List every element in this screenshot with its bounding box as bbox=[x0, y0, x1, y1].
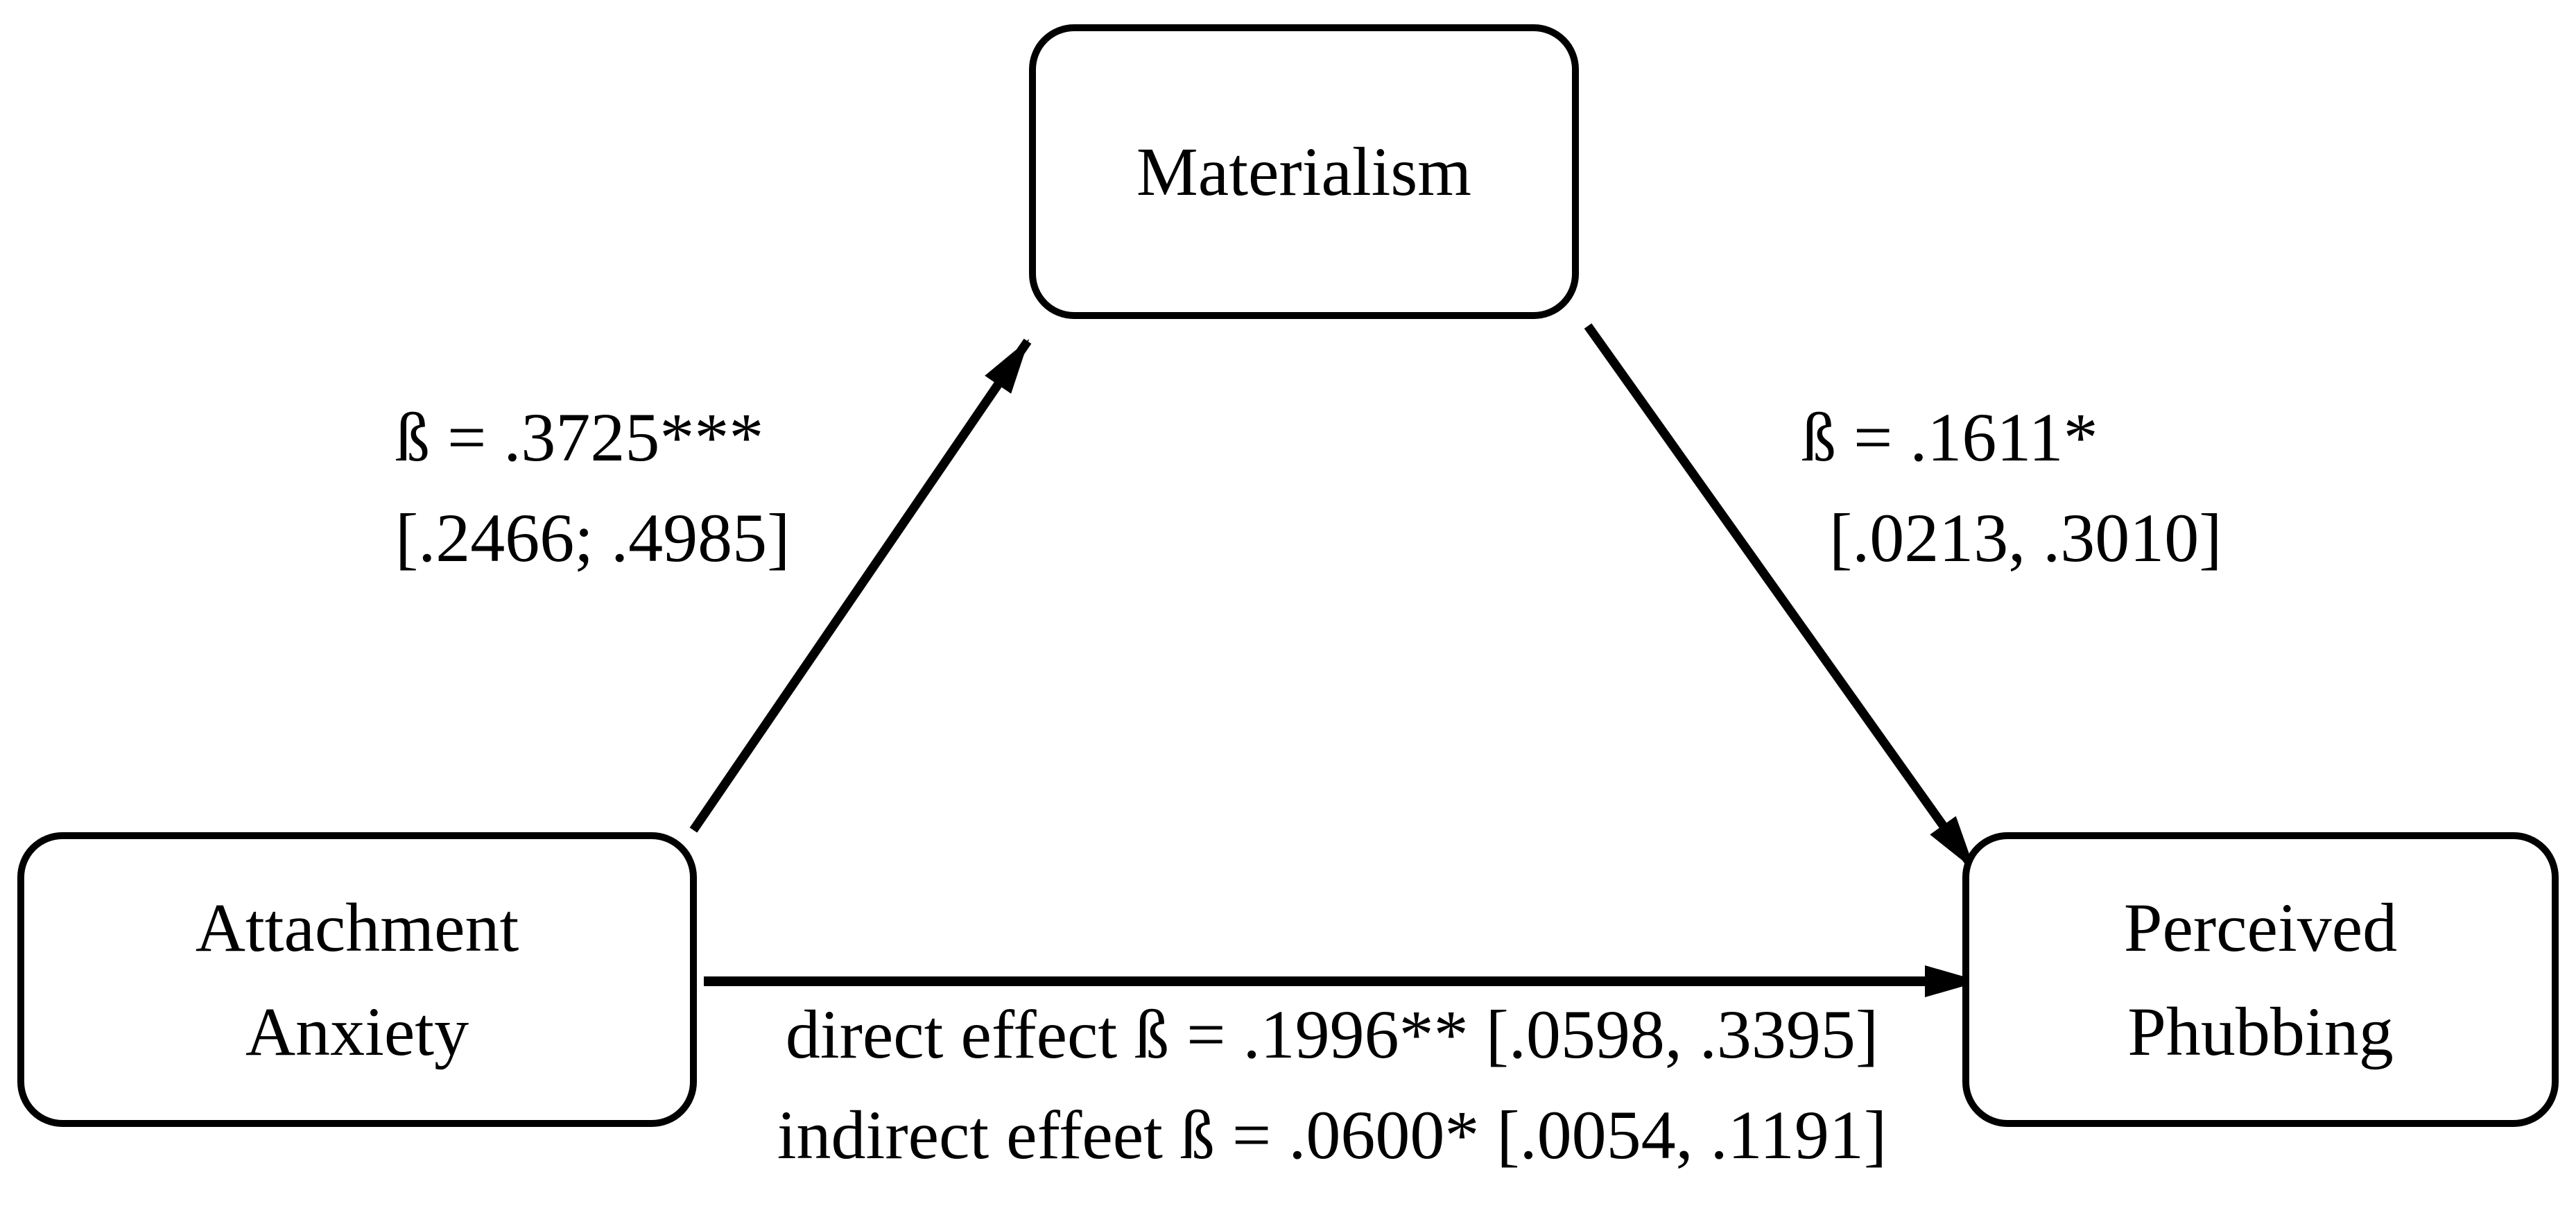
arrow-attachment-to-materialism bbox=[689, 338, 1032, 833]
node-attachment-anxiety: Attachment Anxiety bbox=[17, 832, 697, 1127]
arrow-materialism-to-phubbing bbox=[1584, 323, 1978, 871]
direct-effect-label: direct effect ß = .1996** [.0598, .3395] bbox=[785, 996, 1879, 1073]
node-materialism-label: Materialism bbox=[1136, 132, 1472, 210]
node-perceived-phubbing-line2: Phubbing bbox=[2127, 992, 2394, 1070]
path-label-materialism-to-phubbing: ß = .1611* [.0213, .3010] bbox=[1801, 387, 2222, 588]
node-perceived-phubbing-line1: Perceived bbox=[2123, 888, 2398, 966]
confidence-interval-materialism-to-phubbing: [.0213, .3010] bbox=[1829, 499, 2222, 576]
path-label-attachment-to-phubbing: direct effect ß = .1996** [.0598, .3395]… bbox=[721, 984, 1943, 1185]
path-label-attachment-to-materialism: ß = .3725*** [.2466; .4985] bbox=[395, 387, 790, 588]
node-perceived-phubbing: Perceived Phubbing bbox=[1962, 832, 2559, 1127]
coefficient-materialism-to-phubbing: ß = .1611* bbox=[1801, 399, 2098, 476]
indirect-effect-label: indirect effeet ß = .0600* [.0054, .1191… bbox=[777, 1096, 1887, 1173]
coefficient-attachment-to-materialism: ß = .3725*** bbox=[395, 399, 764, 476]
node-attachment-anxiety-line2: Anxiety bbox=[245, 992, 469, 1070]
node-attachment-anxiety-line1: Attachment bbox=[195, 888, 519, 966]
node-materialism: Materialism bbox=[1029, 24, 1579, 319]
confidence-interval-attachment-to-materialism: [.2466; .4985] bbox=[395, 499, 790, 576]
